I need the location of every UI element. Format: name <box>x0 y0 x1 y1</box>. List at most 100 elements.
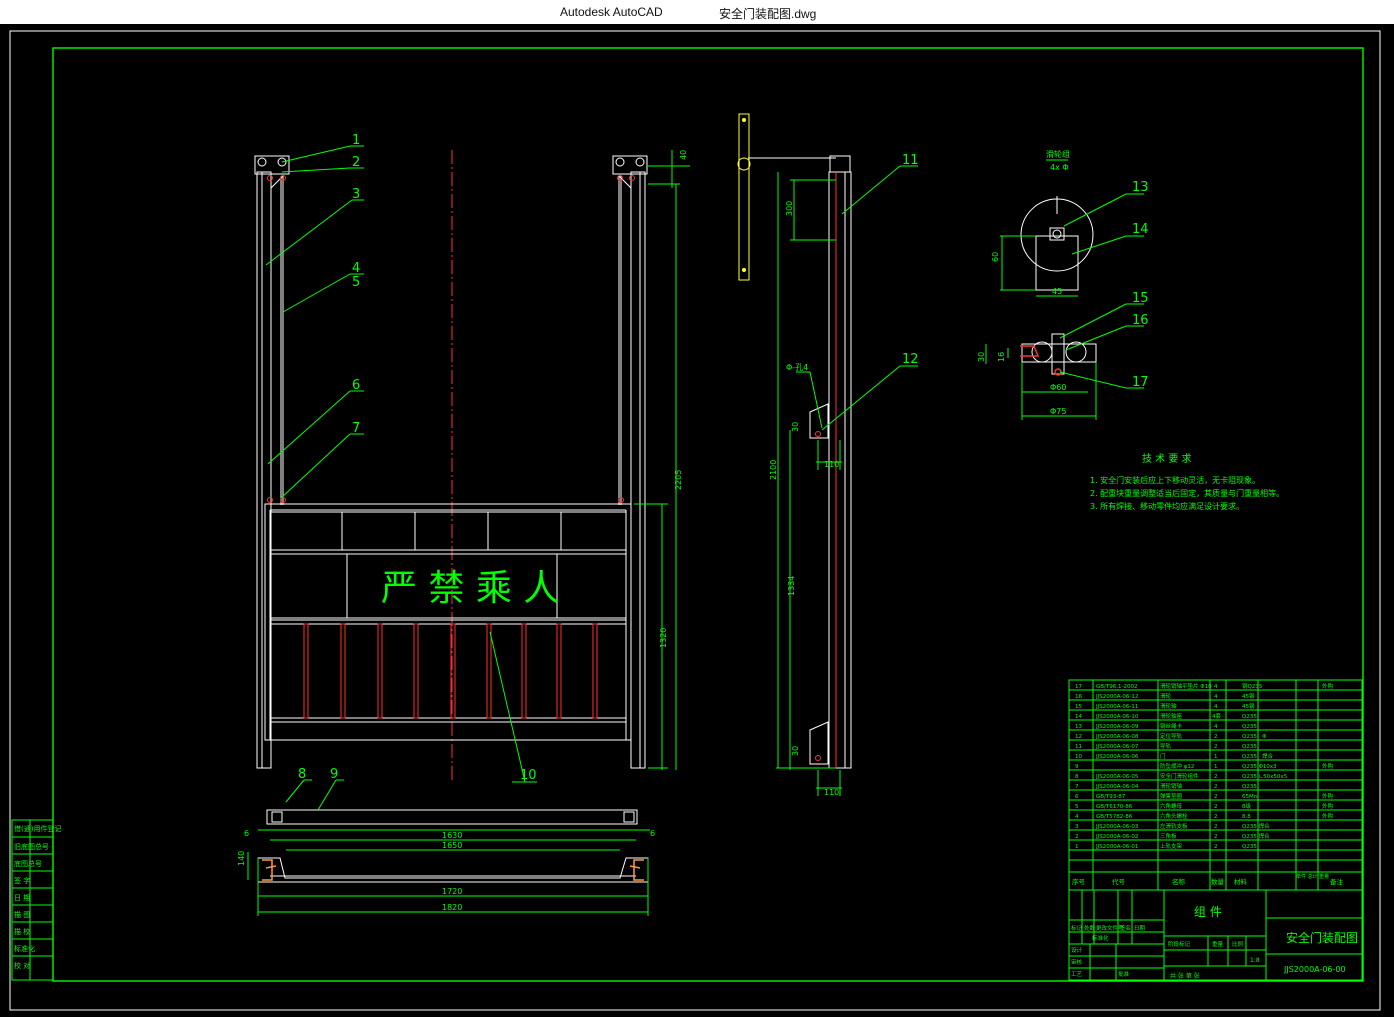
front-view[interactable]: 严 禁 乘 人 1 2 3 4 5 6 7 10 <box>254 133 690 783</box>
drawing-number: JJS2000A-06-00 <box>1283 965 1346 974</box>
plan-upper <box>266 809 638 825</box>
door-bars <box>303 623 598 719</box>
left-label: 描 校 <box>14 927 30 936</box>
dim-top-small: 40 <box>679 150 688 160</box>
callout-5: 5 <box>352 275 360 290</box>
svg-text:Q235 ∟50x50x5: Q235 ∟50x50x5 <box>1242 774 1288 780</box>
svg-text:审核: 审核 <box>1071 958 1083 966</box>
svg-text:GB/T96.1-2002: GB/T96.1-2002 <box>1096 684 1137 690</box>
dim-width-mid: 1650 <box>442 841 462 850</box>
svg-text:材料: 材料 <box>1234 877 1248 886</box>
tech-note-2: 2. 配重块重量调整适当后固定，其质量与门重量相等。 <box>1090 488 1284 498</box>
svg-text:防坠缓冲 φ12: 防坠缓冲 φ12 <box>1160 762 1194 770</box>
svg-text:Φ: Φ <box>1262 734 1267 740</box>
dim-view2-hole: Φ-孔4 <box>786 363 808 372</box>
left-block-labels: 借(通)用件登记 旧底图总号 底图总号 签 字 日 期 描 图 描 校 标准化 … <box>14 824 61 970</box>
svg-text:Q235: Q235 <box>1242 744 1257 750</box>
svg-text:导轨: 导轨 <box>1160 742 1172 750</box>
svg-text:单件 总计 重量: 单件 总计 重量 <box>1296 873 1329 880</box>
bom-header: 序号 代号 名称 数量 材料 单件 总计 重量 备注 <box>1072 873 1344 886</box>
dim-height-lower: 1320 <box>659 628 668 648</box>
left-label: 签 字 <box>14 876 30 885</box>
svg-text:阶段标记: 阶段标记 <box>1168 940 1191 948</box>
drawing-canvas[interactable]: 借(通)用件登记 旧底图总号 底图总号 签 字 日 期 描 图 描 校 标准化 … <box>0 24 1394 1013</box>
svg-text:滑轮轴座: 滑轮轴座 <box>1160 712 1183 720</box>
dim-side-small-right: 6 <box>650 829 655 838</box>
svg-text:JJS2000A-06-10: JJS2000A-06-10 <box>1095 714 1139 720</box>
callout-15: 15 <box>1132 291 1149 306</box>
svg-text:JJS2000A-06-11: JJS2000A-06-11 <box>1095 704 1138 710</box>
left-label: 标准化 <box>14 944 35 953</box>
svg-text:2: 2 <box>1075 834 1079 840</box>
svg-text:钢Q235: 钢Q235 <box>1242 682 1263 690</box>
outer-frame <box>9 30 1381 1011</box>
plan-view[interactable]: 1630 1650 1720 1820 6 6 140 8 9 <box>237 767 655 916</box>
pulley-detail[interactable]: 滑轮组 4x Φ 45 60 Φ60 Φ75 30 16 <box>977 149 1149 420</box>
callout-4: 4 <box>352 261 360 276</box>
dim-side-small: 6 <box>244 829 249 838</box>
svg-text:5: 5 <box>1075 804 1079 810</box>
svg-text:4: 4 <box>1214 724 1218 730</box>
title-block[interactable]: 组 件 安全门装配图 JJS2000A-06-00 1:8 共 张 第 张 标记… <box>1068 889 1363 981</box>
svg-text:13: 13 <box>1075 724 1082 730</box>
sheet-info: 共 张 第 张 <box>1170 972 1200 980</box>
callout-10: 10 <box>520 768 537 783</box>
svg-text:左滑轨支板: 左滑轨支板 <box>1160 822 1188 830</box>
svg-text:JJS2000A-06-05: JJS2000A-06-05 <box>1095 774 1139 780</box>
svg-text:焊合: 焊合 <box>1262 752 1274 760</box>
dim-wheel-d1: Φ60 <box>1050 383 1066 392</box>
plan-lower <box>257 857 649 883</box>
svg-text:8.8: 8.8 <box>1242 814 1251 820</box>
dim-view2-w2: 110 <box>824 788 839 797</box>
svg-text:2: 2 <box>1214 734 1218 740</box>
front-dimensions <box>634 150 690 770</box>
svg-text:更改文件号: 更改文件号 <box>1096 924 1124 932</box>
dim-pulley-h: 60 <box>991 252 1000 262</box>
svg-text:45钢: 45钢 <box>1242 702 1255 710</box>
front-leaders <box>265 145 537 783</box>
dim-view2-small2: 30 <box>791 746 800 756</box>
dim-width-inner: 1630 <box>442 831 462 840</box>
callout-12: 12 <box>902 352 919 367</box>
svg-text:2: 2 <box>1214 844 1218 850</box>
svg-text:GB/T6170-86: GB/T6170-86 <box>1096 804 1133 810</box>
svg-text:定位导轨: 定位导轨 <box>1160 732 1183 740</box>
callout-13: 13 <box>1132 180 1149 195</box>
dim-view2-small1: 30 <box>791 422 800 432</box>
drawing-svg[interactable]: 借(通)用件登记 旧底图总号 底图总号 签 字 日 期 描 图 描 校 标准化 … <box>0 24 1394 1013</box>
svg-text:4: 4 <box>1075 814 1079 820</box>
svg-text:签名: 签名 <box>1120 924 1131 932</box>
left-label: 日 期 <box>14 894 30 902</box>
svg-text:Q235: Q235 <box>1242 724 1257 730</box>
svg-text:标准化: 标准化 <box>1092 934 1109 942</box>
svg-text:14: 14 <box>1075 714 1082 720</box>
svg-text:2: 2 <box>1214 834 1218 840</box>
left-post <box>254 155 290 769</box>
svg-text:JJS2000A-06-04: JJS2000A-06-04 <box>1095 784 1139 790</box>
svg-text:代号: 代号 <box>1112 877 1126 886</box>
dim-wheel-h: 30 <box>977 352 986 362</box>
side-dimensions <box>776 165 918 796</box>
svg-text:Q235: Q235 <box>1242 714 1257 720</box>
svg-text:Q235 焊合: Q235 焊合 <box>1242 822 1270 830</box>
svg-text:45钢: 45钢 <box>1242 692 1255 700</box>
svg-text:8级: 8级 <box>1242 802 1251 810</box>
side-dim-text: 300 2100 1334 110 110 30 30 Φ-孔4 <box>769 201 839 797</box>
dim-height-right: 2205 <box>674 470 683 490</box>
svg-text:JJS2000A-06-06: JJS2000A-06-06 <box>1095 754 1139 760</box>
svg-text:65Mn: 65Mn <box>1242 794 1258 800</box>
svg-text:4: 4 <box>1214 684 1218 690</box>
svg-text:8: 8 <box>1075 774 1079 780</box>
svg-text:GB/T93-87: GB/T93-87 <box>1096 794 1126 800</box>
svg-text:17: 17 <box>1075 684 1082 690</box>
side-view[interactable]: 300 2100 1334 110 110 30 30 Φ-孔4 11 12 <box>737 113 919 797</box>
svg-text:六角头螺栓: 六角头螺栓 <box>1160 812 1188 820</box>
plan-callouts: 8 9 <box>298 767 338 782</box>
svg-text:2: 2 <box>1214 774 1218 780</box>
dim-view2-mid: 1334 <box>787 576 796 596</box>
tech-notes-title: 技 术 要 求 <box>1142 452 1192 465</box>
svg-text:备注: 备注 <box>1330 877 1344 886</box>
svg-text:2: 2 <box>1214 744 1218 750</box>
svg-text:GB/T5782-86: GB/T5782-86 <box>1096 814 1133 820</box>
